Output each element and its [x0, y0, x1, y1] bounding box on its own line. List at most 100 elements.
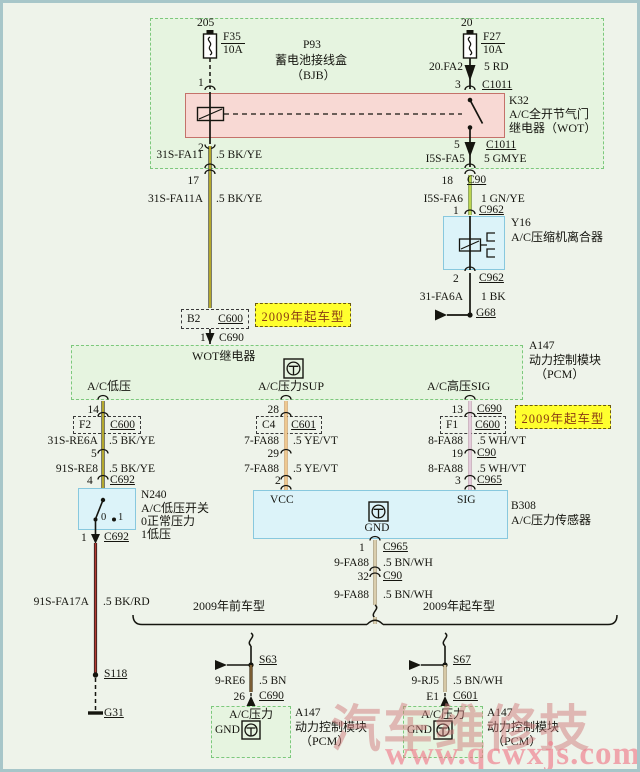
splice-s63-icon — [215, 660, 254, 670]
wire-7-fa88-id-b: 7-FA88 — [244, 463, 279, 475]
pin-29: 29 — [267, 448, 280, 460]
pin-e1: E1 — [426, 691, 439, 703]
pressure-sensor-icon-b308 — [368, 501, 389, 522]
k32-pin1: 1 — [198, 77, 204, 89]
c4-pin: C4 — [262, 419, 276, 431]
wire-9-fa88-spec-a: .5 BN/WH — [383, 557, 433, 569]
wire-9-fa88-id-b: 9-FA88 — [334, 589, 369, 601]
fuse-f35-icon — [202, 30, 218, 59]
label-pre-2009: 2009年前车型 — [193, 599, 266, 613]
b308-sensor-box — [253, 490, 508, 539]
pin-32: 32 — [357, 571, 370, 583]
pcm-pre2009-pressure-label: A/C压力 — [228, 707, 273, 721]
splice-s67-icon — [409, 660, 448, 670]
wire-31s-fa11-spec: .5 BK/YE — [216, 149, 262, 161]
connector-c90-top: C90 — [467, 174, 487, 186]
splice-s118-icon — [92, 672, 99, 678]
b308-desc: A/C压力传感器 — [511, 513, 592, 527]
pin-4: 4 — [87, 475, 93, 487]
wire-7-fa88-id-a: 7-FA88 — [244, 435, 279, 447]
pcm-id: A147 — [529, 340, 555, 352]
connector-c692-top: C692 — [110, 474, 135, 486]
wire-31s-re6a-id: 31S-RE6A — [47, 435, 98, 447]
pcm-module-box — [71, 345, 523, 400]
bjb-name: 蓄电池接线盒 — [275, 53, 348, 67]
connector-c90-gnd: C90 — [383, 570, 403, 582]
connector-c965-sig: C965 — [477, 474, 502, 486]
pin-18: 18 — [441, 175, 454, 187]
clutch-coil-icon — [458, 232, 495, 258]
bjb-abbr: （BJB） — [291, 68, 336, 82]
wire-31s-fa11a-spec: .5 BK/YE — [216, 193, 262, 205]
pcm-from2009-gnd-label: GND — [407, 724, 432, 736]
feed-wire-label: 5 RD — [484, 61, 509, 73]
k32-pin3: 3 — [455, 79, 461, 91]
feed-circuit-label: 20.FA2 — [429, 61, 463, 73]
k32-pin5: 5 — [454, 139, 460, 151]
b2-pin: B2 — [187, 313, 201, 325]
wire-91s-re8-spec: .5 BK/YE — [109, 463, 155, 475]
pcm-pre2009-desc2: （PCM） — [300, 734, 350, 748]
n240-pos1-desc: 1低压 — [141, 527, 172, 541]
fuse-f27-label: F27 10A — [481, 31, 505, 57]
b308-vcc-label: VCC — [270, 494, 294, 506]
k32-id: K32 — [509, 95, 529, 107]
pin-14: 14 — [87, 404, 100, 416]
y16-pin2-connector: C962 — [479, 272, 504, 284]
n240-pos0-desc: 0正常压力 — [141, 514, 196, 528]
n240-desc: A/C低压开关 — [141, 501, 210, 515]
pin-28: 28 — [267, 404, 280, 416]
b308-gnd-pin1: 1 — [359, 542, 365, 554]
connector-box-f1-c600: F1 C600 — [440, 416, 506, 434]
pcm-gnd-box-from2009 — [403, 706, 483, 758]
y16-id: Y16 — [511, 217, 531, 229]
n240-switch-icon — [93, 497, 116, 530]
watermark-site-name: 汽车维修技术网 — [331, 701, 591, 757]
pin-3-b308: 3 — [455, 475, 461, 487]
pin-13: 13 — [451, 404, 464, 416]
n240-sw0: 0 — [101, 512, 107, 523]
pin-26: 26 — [233, 691, 246, 703]
wire-8-fa88-id-b: 8-FA88 — [428, 463, 463, 475]
relay-switch-icon — [467, 97, 484, 130]
ground-g68-label: G68 — [476, 307, 496, 319]
pcm-low-pressure-label: A/C低压 — [87, 379, 132, 393]
ground-g68-icon — [435, 309, 473, 321]
wire-i5s-fa6-spec: 1 GN/YE — [481, 193, 525, 205]
connector-c692-bottom: C692 — [104, 531, 129, 543]
wire-7-fa88-spec-a: .5 YE/VT — [293, 435, 338, 447]
wire-8-fa88-id-a: 8-FA88 — [428, 435, 463, 447]
splice-s67-label: S67 — [453, 654, 471, 666]
connector-c690-sig: C690 — [477, 403, 502, 415]
k32-desc1: A/C全开节气门 — [509, 107, 590, 121]
pcm-desc2: （PCM） — [535, 367, 585, 381]
pcm-pre2009-desc1: 动力控制模块 — [295, 720, 368, 734]
wire-i5s-fa5-id: I5S-FA5 — [425, 153, 465, 165]
bjb-id: P93 — [303, 39, 321, 51]
wire-9-fa88-id-a: 9-FA88 — [334, 557, 369, 569]
f2-connector: C600 — [110, 419, 135, 431]
wire-91s-fa17a-spec: .5 BK/RD — [103, 596, 150, 608]
b308-id: B308 — [511, 500, 536, 512]
wire-8-fa88-spec-a: .5 WH/VT — [477, 435, 526, 447]
connector-box-c4-c601: C4 C601 — [256, 416, 322, 434]
pin-19: 19 — [451, 448, 464, 460]
f1-pin: F1 — [446, 419, 459, 431]
connector-box-f2-c600: F2 C600 — [73, 416, 141, 434]
badge-2009-start-mid: 2009年起车型 — [515, 405, 611, 429]
connector-box-b2-c600: B2 C600 — [181, 309, 249, 329]
pressure-sensor-icon-from2009 — [433, 720, 453, 740]
wire-31-fa6a-spec: 1 BK — [481, 291, 506, 303]
wire-i5s-fa6-id: I5S-FA6 — [423, 193, 463, 205]
pin-1-c690: 1 — [200, 332, 206, 344]
wire-31s-fa11-id: 31S-FA11 — [156, 149, 203, 161]
pcm-from2009-pressure-label: A/C压力 — [420, 707, 465, 721]
wire-9-fa88-spec-b: .5 BN/WH — [383, 589, 433, 601]
relay-coil-icon — [196, 106, 225, 122]
badge-2009-start-top: 2009年起车型 — [255, 303, 351, 327]
wire-91s-fa17a-id: 91S-FA17A — [33, 596, 89, 608]
pin-2-b308: 2 — [275, 475, 281, 487]
y16-desc: A/C压缩机离合器 — [511, 230, 604, 244]
pin-5: 5 — [91, 448, 97, 460]
